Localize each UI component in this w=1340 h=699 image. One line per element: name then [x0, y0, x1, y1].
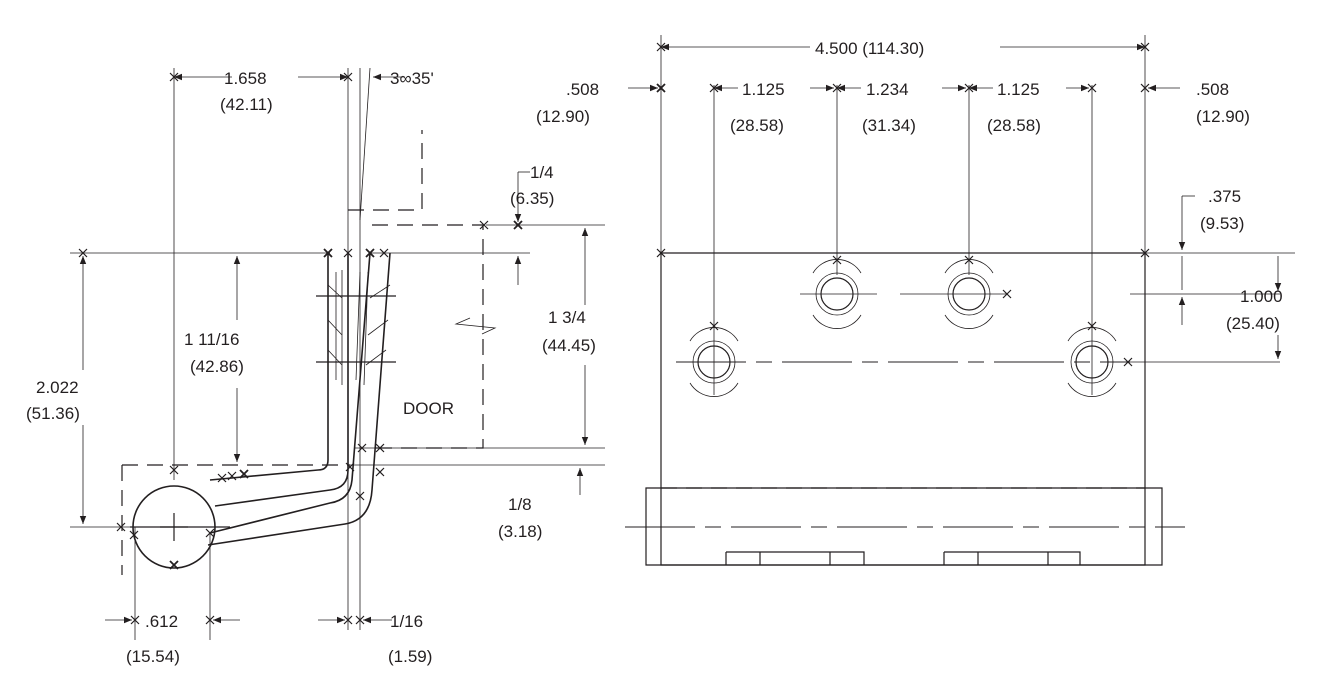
- knuckle-barrel: [625, 487, 1185, 566]
- dim-hole-spacing: .508 (12.90) 1.125 (28.58) 1.234 (31.34)…: [536, 80, 1250, 135]
- dim-angle-label: 3∞35': [390, 69, 434, 88]
- dim-top-offset-label: .375: [1208, 187, 1241, 206]
- front-point-markers: [656, 42, 1150, 367]
- dim-hole-1-label: 1.125: [742, 80, 785, 99]
- dim-leaf-height-mm-label: (42.86): [190, 357, 244, 376]
- dim-gap-mm-label: (3.18): [498, 522, 542, 541]
- dim-edge-left-label: .508: [566, 80, 599, 99]
- dim-door-offset-label: 1/4: [530, 163, 554, 182]
- dim-gap-label: 1/8: [508, 495, 532, 514]
- dim-knuckle-label: .612: [145, 612, 178, 631]
- dim-top-offset-mm-label: (9.53): [1200, 214, 1244, 233]
- side-extension-lines: [70, 67, 605, 640]
- dim-row-spacing-label: 1.000: [1240, 287, 1283, 306]
- dim-leaf-thickness-label: 1/16: [390, 612, 423, 631]
- dim-top-width: 1.658 (42.11): [174, 69, 348, 114]
- dim-leaf-thickness-mm-label: (1.59): [388, 647, 432, 666]
- dim-overall-height-mm-label: (51.36): [26, 404, 80, 423]
- dim-top-offset: .375 (9.53): [1178, 187, 1244, 290]
- dim-leaf-thickness: 1/16 (1.59): [318, 612, 432, 666]
- dim-door-thickness-label: 1 3/4: [548, 308, 586, 327]
- dim-door-offset-mm-label: (6.35): [510, 189, 554, 208]
- dim-hole-3-label: 1.125: [997, 80, 1040, 99]
- dim-row-spacing: 1.000 (25.40): [1178, 256, 1283, 359]
- hinge-leaf-profile: [130, 252, 396, 569]
- dim-row-spacing-mm-label: (25.40): [1226, 314, 1280, 333]
- dim-overall-height: 2.022 (51.36): [26, 256, 87, 524]
- dim-door-offset: 1/4 (6.35): [510, 163, 554, 285]
- dim-top-width-mm-label: (42.11): [220, 95, 273, 114]
- dim-knuckle-mm-label: (15.54): [126, 647, 180, 666]
- dim-hole-2-label: 1.234: [866, 80, 909, 99]
- front-view: 4.500 (114.30) .508 (12.90) 1.125 (28.58…: [536, 35, 1295, 566]
- dim-top-width-label: 1.658: [224, 69, 267, 88]
- dim-hole-3-mm-label: (28.58): [987, 116, 1041, 135]
- front-extension-lines: [660, 35, 1295, 395]
- dim-hole-2-mm-label: (31.34): [862, 116, 916, 135]
- dim-leaf-height: 1 11/16 (42.86): [184, 256, 244, 462]
- dim-angle: 3∞35': [373, 69, 434, 88]
- dim-overall-height-label: 2.022: [36, 378, 79, 397]
- dim-overall-width-label: 4.500 (114.30): [815, 39, 924, 58]
- screw-holes: [689, 259, 1117, 397]
- dim-edge-right-label: .508: [1196, 80, 1229, 99]
- dim-overall-width: 4.500 (114.30): [661, 39, 1145, 58]
- dim-door-thickness: 1 3/4 (44.45): [542, 228, 596, 445]
- dim-gap: 1/8 (3.18): [498, 468, 584, 541]
- hinge-plate: [660, 252, 1146, 566]
- side-point-markers: [78, 72, 523, 625]
- dim-edge-right-mm-label: (12.90): [1196, 107, 1250, 126]
- door-label: DOOR: [403, 399, 454, 418]
- dim-leaf-height-label: 1 11/16: [184, 330, 239, 349]
- dim-edge-left-mm-label: (12.90): [536, 107, 590, 126]
- hole-centerlines: [676, 293, 1280, 363]
- dim-hole-1-mm-label: (28.58): [730, 116, 784, 135]
- side-view: 1.658 (42.11) 3∞35' 1/4 (6.35) 1 11/16 (…: [26, 67, 605, 666]
- frame-outline: [121, 130, 423, 575]
- dim-knuckle: .612 (15.54): [105, 612, 240, 666]
- dim-door-thickness-mm-label: (44.45): [542, 336, 596, 355]
